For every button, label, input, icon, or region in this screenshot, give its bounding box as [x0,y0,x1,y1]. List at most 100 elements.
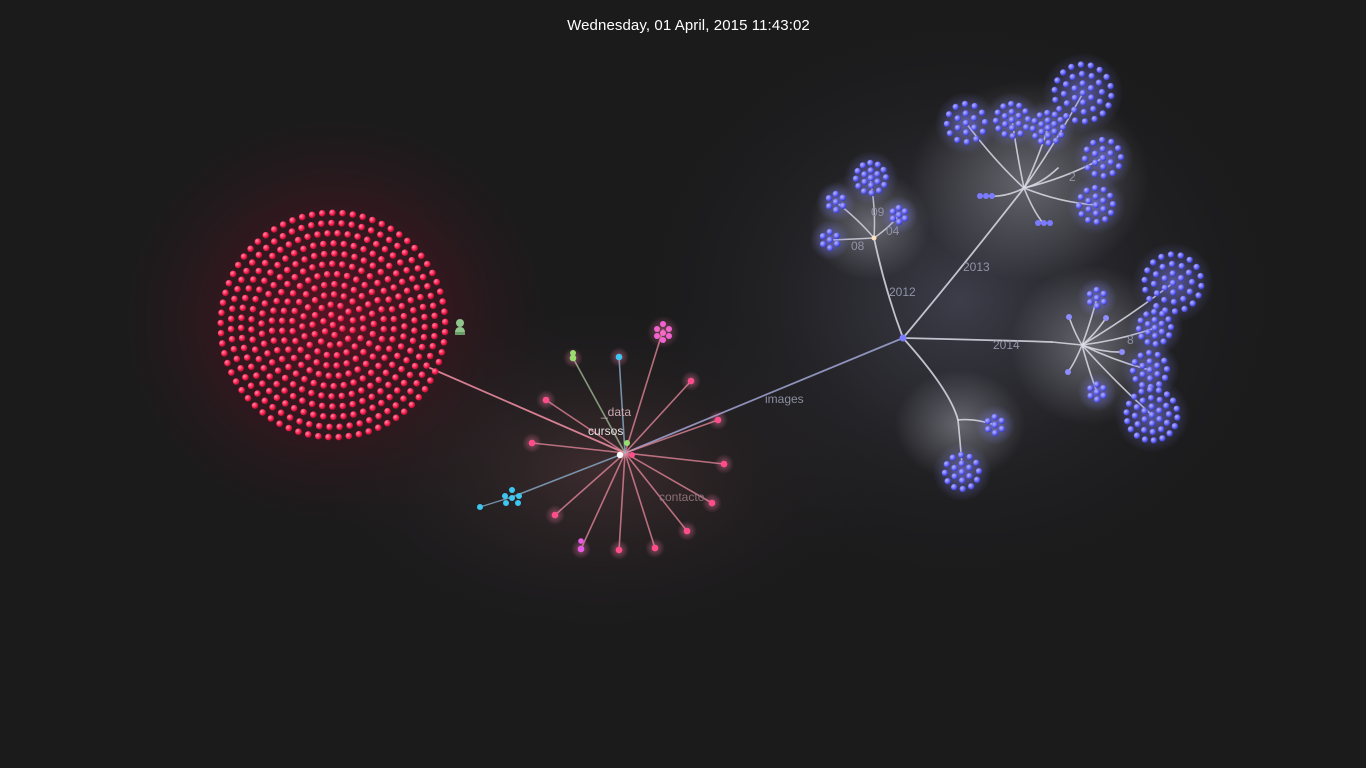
file-node [384,419,391,427]
file-node [380,287,388,295]
file-node [250,276,257,283]
file-node [292,370,300,378]
file-node [288,228,296,235]
file-node [337,302,344,310]
file-node [1146,366,1154,374]
file-node [366,273,374,280]
file-node [861,178,868,186]
file-node [867,174,875,182]
file-node [367,227,375,234]
file-node [1075,202,1083,209]
file-node [369,262,377,270]
file-node [279,221,287,228]
edge [902,337,959,421]
file-node [1092,193,1100,200]
file-node [285,346,292,354]
file-node [1100,205,1107,213]
file-node [387,225,395,233]
file-node [261,397,269,405]
file-node [1150,437,1158,444]
edge [554,452,626,516]
file-node [1100,290,1108,297]
edge [545,399,626,454]
file-node [381,246,389,253]
file-node [867,159,874,167]
dir-node [899,334,907,342]
file-node [832,190,839,198]
file-node [1131,412,1139,419]
file-node [1148,411,1156,419]
file-node [1098,88,1106,96]
file-node [420,333,428,341]
edge [1023,167,1059,189]
file-node [516,493,522,499]
file-node [340,381,348,389]
file-node [262,231,270,239]
file-node [1078,211,1085,218]
file-node [296,418,303,425]
dir-label-09: 09 [871,205,885,219]
file-node [306,341,314,349]
file-node [1096,98,1104,105]
file-node [1095,79,1103,86]
file-node [368,393,376,401]
file-node [375,376,383,384]
file-node [971,124,978,131]
file-node [431,312,438,320]
file-node [255,251,263,259]
file-node [403,287,411,295]
file-node [229,270,237,278]
file-node [366,417,373,424]
edge [624,337,904,454]
file-node [1063,112,1070,120]
user-avatar-icon[interactable] [455,319,465,335]
file-node [1154,370,1161,378]
file-node [1016,102,1023,110]
file-node [1159,263,1166,271]
file-node [1103,315,1109,321]
file-node [1093,218,1101,226]
file-node [390,326,398,333]
file-node [973,476,981,483]
file-node [994,109,1001,116]
file-node [238,276,245,284]
file-node [323,271,331,278]
file-node [1146,358,1154,365]
file-node [991,421,999,429]
file-node [421,385,429,393]
file-node [1085,197,1092,205]
file-node [385,381,392,389]
file-node [629,452,635,458]
file-node [389,361,396,369]
file-node [720,460,728,468]
file-node [578,538,584,544]
file-node [255,267,263,275]
node-halo [647,316,679,348]
file-node [954,136,961,144]
file-node [1065,369,1071,375]
file-node [1197,272,1204,280]
file-node [1060,69,1067,76]
file-node [373,240,380,248]
file-node [854,167,861,175]
file-node [261,300,269,307]
file-node [349,211,357,218]
file-node [509,495,515,501]
file-node [1058,131,1065,139]
file-node [1171,423,1179,430]
file-node [1092,159,1099,166]
file-node [328,311,335,319]
file-node [385,236,393,244]
file-node [252,295,259,303]
file-node [421,313,428,321]
file-node [1160,338,1167,345]
file-node [276,273,284,281]
file-node [984,418,992,425]
file-node [1124,418,1131,425]
file-node [306,367,314,374]
file-node [346,422,354,429]
file-node [384,407,391,415]
file-node [359,213,367,221]
file-node [1108,92,1115,100]
file-node [1138,333,1145,340]
